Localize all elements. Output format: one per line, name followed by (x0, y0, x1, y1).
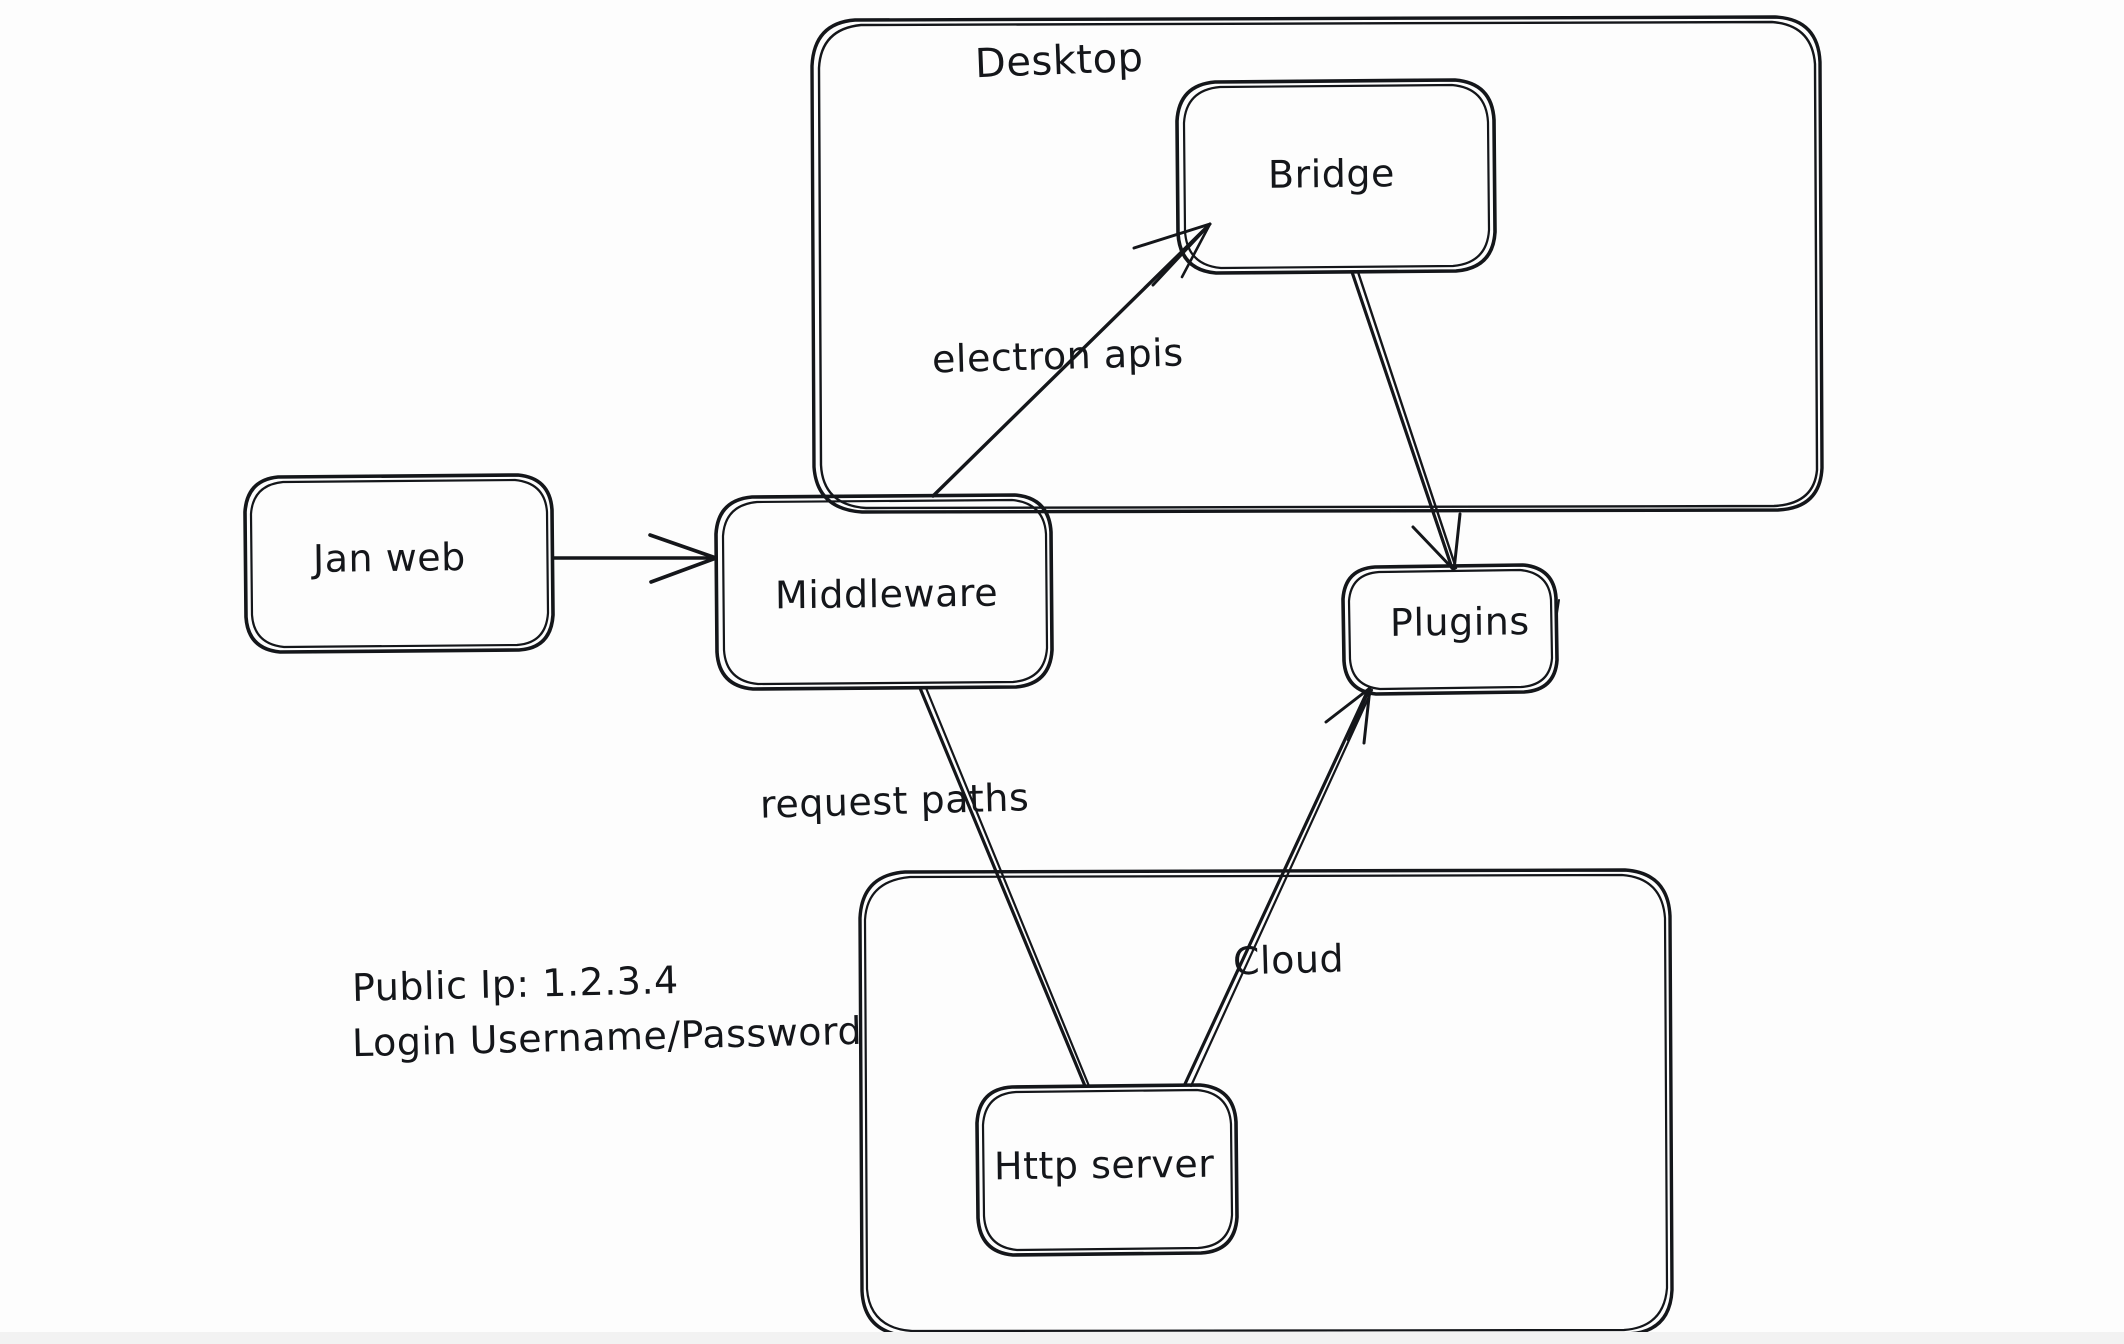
node-http-server-outline (975, 1083, 1239, 1257)
node-middleware-outline (714, 493, 1054, 691)
edge-middleware-to-bridge (931, 222, 1212, 498)
group-label-desktop: Desktop (974, 34, 1145, 88)
node-label-bridge[interactable]: Bridge (1267, 151, 1396, 197)
node-label-plugins[interactable]: Plugins (1389, 599, 1530, 645)
edge-middleware-to-http-server (918, 686, 1091, 1088)
pen-tail-stroke (1555, 599, 1560, 621)
edge-label-cloud: Cloud (1232, 936, 1345, 984)
bottom-edge-strip (0, 1332, 2124, 1344)
node-jan-web-outline (243, 473, 555, 654)
node-bridge-outline (1175, 78, 1497, 275)
edge-label-electron-apis: electron apis (931, 330, 1185, 382)
edge-bridge-to-plugins (1350, 270, 1462, 572)
edge-label-request-paths: request paths (759, 775, 1030, 827)
node-label-middleware[interactable]: Middleware (774, 570, 999, 618)
group-desktop-outline (810, 15, 1824, 514)
edge-http-server-to-plugins (1183, 686, 1374, 1088)
edge-jan-web-to-middleware (551, 533, 718, 584)
note-public-ip: Public Ip: 1.2.3.4 (351, 958, 680, 1010)
node-label-jan-web[interactable]: Jan web (312, 535, 467, 581)
node-plugins-outline (1341, 563, 1559, 696)
node-label-http-server[interactable]: Http server (993, 1141, 1215, 1189)
